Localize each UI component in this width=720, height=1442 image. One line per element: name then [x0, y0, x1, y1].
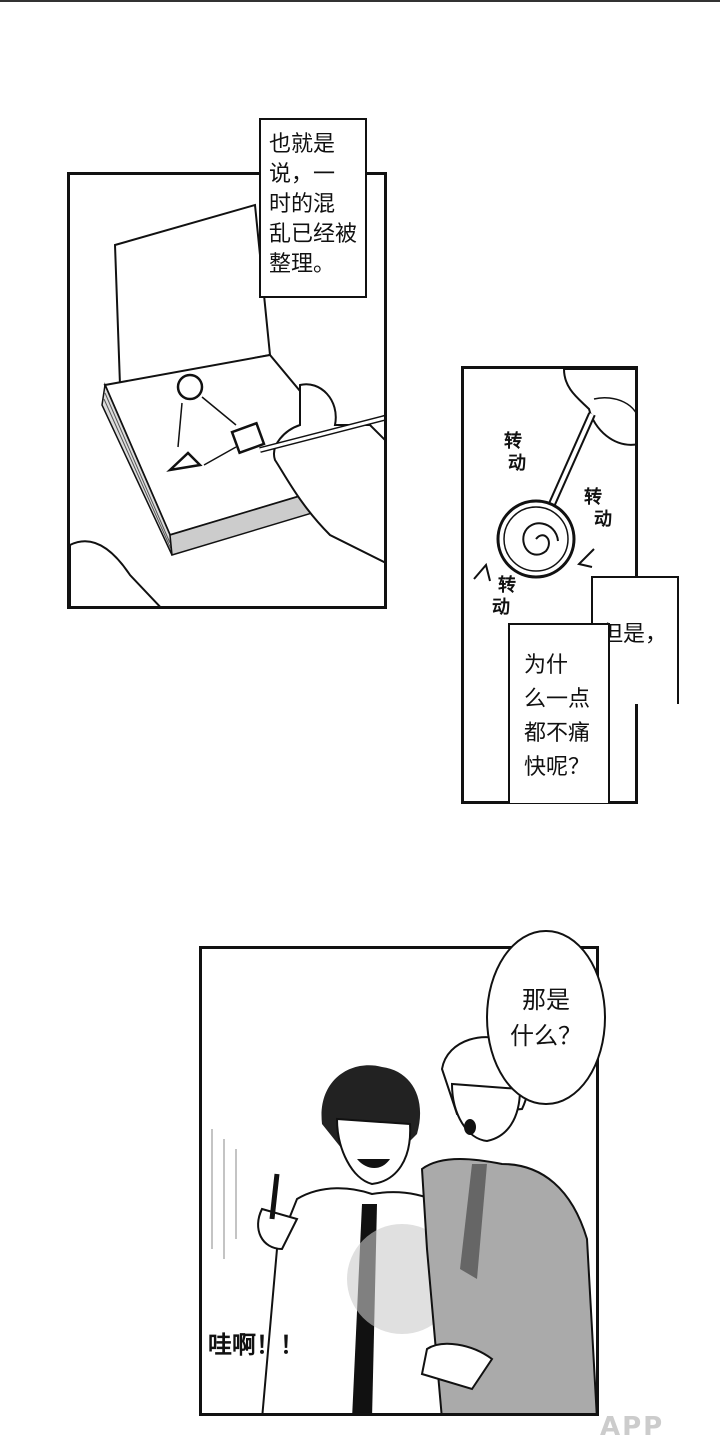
watermark: APP	[600, 1412, 665, 1442]
sfx-char: 转	[584, 487, 602, 508]
caption-line: 快呢？	[524, 755, 591, 780]
caption-line: 时的混	[269, 192, 336, 217]
caption-line: 整理。	[269, 252, 336, 277]
bubble-line: 什么？	[510, 1021, 582, 1050]
sfx-char: 转	[504, 431, 522, 452]
pen-circle-drawing	[473, 369, 635, 582]
caption-why-not-satisfying: 为什 么一点 都不痛 快呢？	[508, 623, 610, 803]
caption-line: 说，一	[269, 162, 336, 187]
sfx-rotate-1: 转 动	[504, 431, 526, 475]
shout-wah: 哇啊！！	[208, 1331, 304, 1359]
caption-line: 么一点	[524, 687, 591, 712]
caption-line: 为什	[524, 653, 569, 678]
page-top-edge	[0, 0, 720, 2]
caption-line: 乱已经被	[269, 222, 358, 247]
caption-line: 也就是	[269, 132, 336, 157]
panel-office-scene: 哇啊！！	[199, 946, 599, 1416]
sfx-rotate-3: 转 动	[492, 575, 516, 619]
speech-bubble-what-is-that: 那是 什么？	[486, 930, 606, 1105]
sfx-char: 动	[492, 597, 510, 618]
bubble-line: 那是	[522, 985, 570, 1014]
caption-line: 但是，	[601, 622, 668, 647]
characters-drawing	[211, 1036, 596, 1413]
caption-organized: 也就是 说，一 时的混 乱已经被 整理。	[259, 118, 367, 298]
sfx-char: 动	[508, 453, 526, 474]
notebook-drawing	[70, 203, 384, 606]
sfx-char: 转	[498, 575, 516, 596]
sfx-rotate-2: 转 动	[584, 487, 612, 531]
sfx-char: 动	[594, 509, 612, 530]
caption-line: 都不痛	[524, 721, 591, 746]
